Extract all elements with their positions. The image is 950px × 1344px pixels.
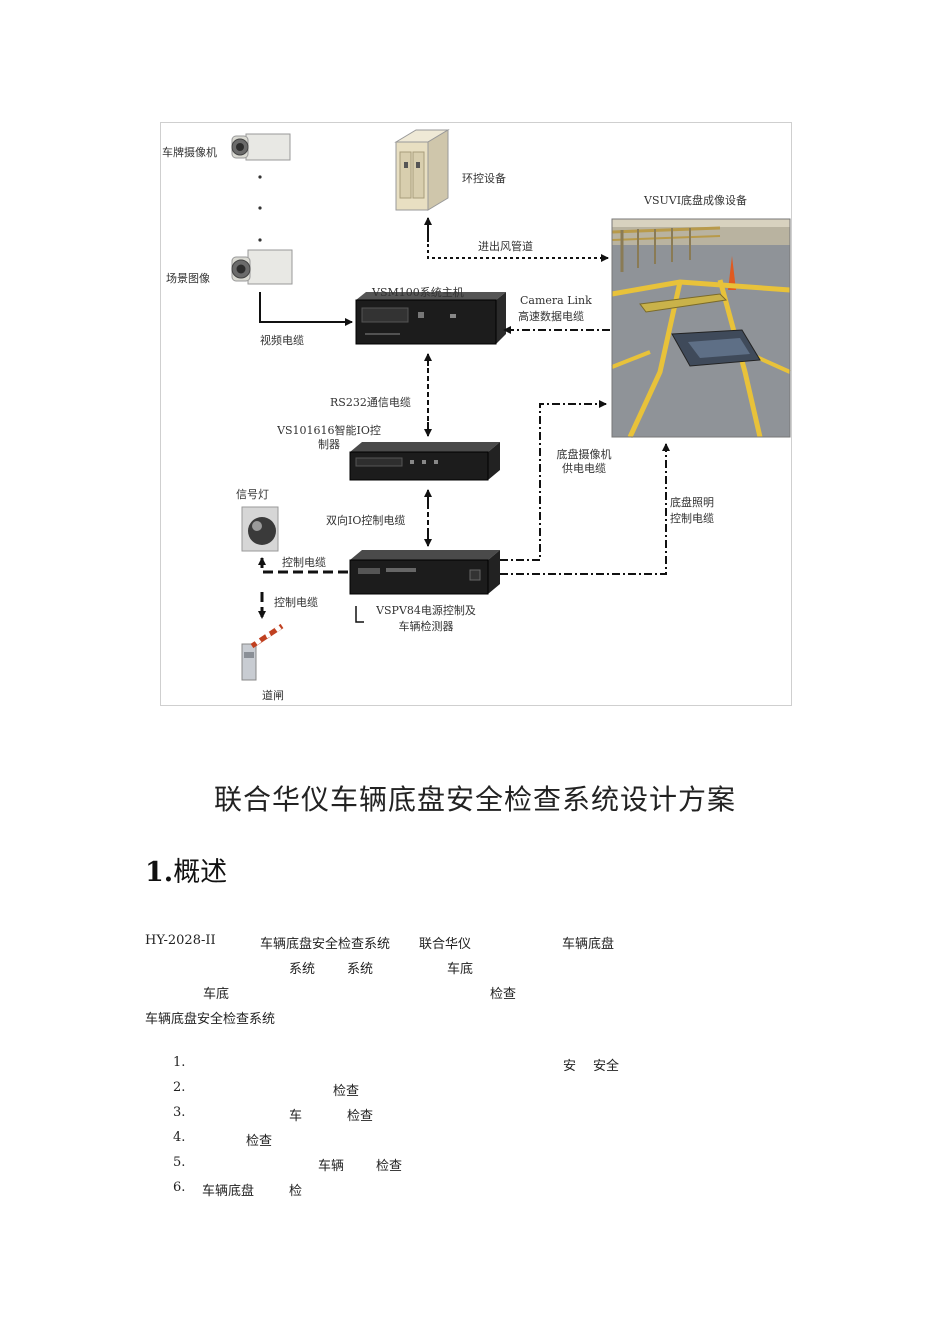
- list-number: 4.: [173, 1130, 186, 1145]
- document-title: 联合华仪车辆底盘安全检查系统设计方案: [213, 783, 736, 816]
- env-control-cabinet-icon: [394, 129, 450, 211]
- list-fragment: 检查: [333, 1084, 360, 1099]
- chassis-imaging-photo: [611, 218, 791, 439]
- list-fragment: 检查: [376, 1159, 403, 1174]
- list-fragment: 检查: [246, 1134, 273, 1149]
- label-power-detector-2: 车辆检测器: [398, 620, 454, 633]
- label-plate-camera: 车牌摄像机: [162, 146, 217, 159]
- label-bidir-io: 双向IO控制电缆: [326, 514, 406, 527]
- section-heading: 1.概述: [145, 850, 227, 889]
- list-fragment: 车辆底盘: [202, 1184, 255, 1199]
- para-fragment: HY-2028-II: [145, 933, 216, 948]
- para-fragment: 检查: [490, 987, 517, 1002]
- scene-camera-icon: [231, 249, 293, 285]
- label-chassis-light-1: 底盘照明: [670, 496, 714, 509]
- label-video-cable: 视频电缆: [260, 334, 304, 347]
- list-number: 5.: [173, 1155, 186, 1170]
- para-fragment: 系统: [289, 962, 316, 977]
- list-fragment: 安: [563, 1059, 577, 1074]
- list-fragment: 车: [289, 1109, 303, 1124]
- label-barrier: 道闸: [262, 689, 284, 702]
- label-control-cable-signal: 控制电缆: [282, 556, 326, 569]
- label-io-controller-2: 制器: [318, 438, 340, 451]
- list-number: 6.: [173, 1180, 186, 1195]
- label-rs232: RS232通信电缆: [330, 396, 411, 409]
- label-chassis-light-2: 控制电缆: [670, 512, 714, 525]
- list-number: 2.: [173, 1080, 186, 1095]
- video-cable-line: [259, 292, 353, 326]
- label-duct: 进出风管道: [478, 240, 533, 253]
- power-detector-icon: [349, 550, 500, 595]
- signal-light-icon: [241, 506, 279, 552]
- para-fragment: 车底: [447, 962, 474, 977]
- label-env-control: 环控设备: [462, 172, 506, 185]
- list-fragment: 安全: [593, 1059, 620, 1074]
- vsm100-host-icon: [355, 292, 506, 345]
- list-number: 1.: [173, 1055, 186, 1070]
- label-io-controller-1: VS101616智能IO控: [277, 424, 381, 437]
- chassis-light-line: [500, 443, 670, 575]
- para-fragment: 车辆底盘安全检查系统: [145, 1012, 276, 1027]
- label-host: VSM100系统主机: [372, 286, 464, 299]
- system-diagram: 车牌摄像机 环控设备 VSUVI底盘成像设备 进出风管道 场景图像 VSM100…: [160, 122, 792, 706]
- label-signal-light: 信号灯: [236, 488, 269, 501]
- ellipsis-dot: [258, 238, 262, 242]
- para-fragment: 联合华仪: [419, 937, 472, 952]
- label-camera-link: Camera Link: [520, 294, 592, 307]
- ellipsis-dot: [258, 206, 262, 210]
- label-power-detector-1: VSPV84电源控制及: [376, 604, 476, 617]
- label-chassis-cam-power-1: 底盘摄像机: [556, 448, 612, 461]
- diagram-graphics: [160, 122, 792, 706]
- ellipsis-dot: [258, 175, 262, 179]
- para-fragment: 车底: [203, 987, 230, 1002]
- label-chassis-cam-power-2: 供电电缆: [562, 462, 606, 475]
- chassis-cam-power-line: [500, 400, 607, 561]
- list-number: 3.: [173, 1105, 186, 1120]
- label-high-speed-cable: 高速数据电缆: [518, 310, 584, 323]
- barrier-gate-icon: [241, 623, 284, 681]
- io-controller-icon: [349, 442, 500, 481]
- section-title: 概述: [173, 857, 228, 888]
- label-control-cable-barrier: 控制电缆: [274, 596, 318, 609]
- para-fragment: 车辆底盘安全检查系统: [260, 937, 391, 952]
- signal-control-line: [258, 557, 348, 574]
- para-fragment: 系统: [347, 962, 374, 977]
- label-scene-image: 场景图像: [166, 272, 210, 285]
- label-imaging-device: VSUVI底盘成像设备: [644, 194, 748, 207]
- list-fragment: 检查: [347, 1109, 374, 1124]
- section-number: 1.: [145, 857, 174, 888]
- para-fragment: 车辆底盘: [562, 937, 615, 952]
- list-fragment: 车辆: [318, 1159, 345, 1174]
- plate-camera-icon: [231, 133, 291, 161]
- list-fragment: 检: [289, 1184, 303, 1199]
